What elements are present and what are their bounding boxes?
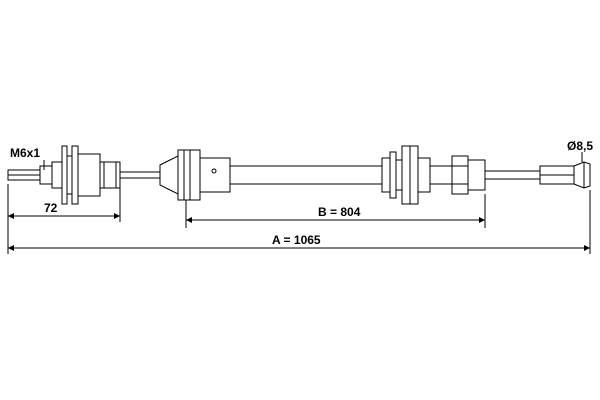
thread-label: M6x1 [10,146,45,170]
sheath-tube [229,165,383,185]
cable-core [120,170,540,180]
right-end-fitting [539,161,591,189]
bellows [381,145,431,205]
dim-72-text: 72 [44,201,58,215]
left-threaded-end [7,145,121,205]
dim-a-text: A = 1065 [272,233,321,247]
dimension-72: 72 [7,184,121,222]
dimension-a: A = 1065 [7,190,591,254]
diameter-label: Ø8,5 [567,139,593,162]
diameter-label-text: Ø8,5 [567,139,593,153]
dimension-b: B = 804 [185,194,486,228]
left-boot [159,149,231,201]
thread-label-text: M6x1 [10,146,40,160]
right-ferrule [429,155,486,195]
dim-b-text: B = 804 [318,205,361,219]
